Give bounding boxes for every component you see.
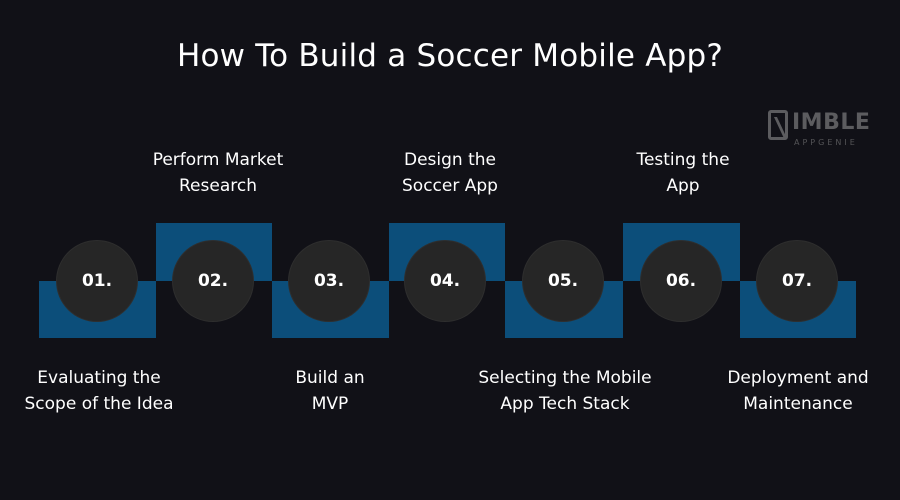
logo-subtitle: APPGENIE [794,138,858,147]
logo-word: IMBLE [792,110,871,135]
step-1-number: 01. [57,241,137,321]
step-4-number: 04. [405,241,485,321]
step-3-number: 03. [289,241,369,321]
step-6-label: Testing the App [636,150,730,196]
step-6-number: 06. [641,241,721,321]
step-4-label: Design the Soccer App [402,150,498,196]
step-3-label: Build an MVP [295,368,365,414]
page-title: How To Build a Soccer Mobile App? [176,38,724,74]
nimble-appgenie-logo: IMBLE APPGENIE [768,108,880,152]
step-7-label: Deployment and Maintenance [727,368,869,414]
step-2-label: Perform Market Research [152,150,284,196]
logo-n-icon [768,110,788,140]
step-7-number: 07. [757,241,837,321]
step-2-number: 02. [173,241,253,321]
step-5-label: Selecting the Mobile App Tech Stack [478,368,652,414]
step-1-label: Evaluating the Scope of the Idea [24,368,174,414]
step-5-number: 05. [523,241,603,321]
